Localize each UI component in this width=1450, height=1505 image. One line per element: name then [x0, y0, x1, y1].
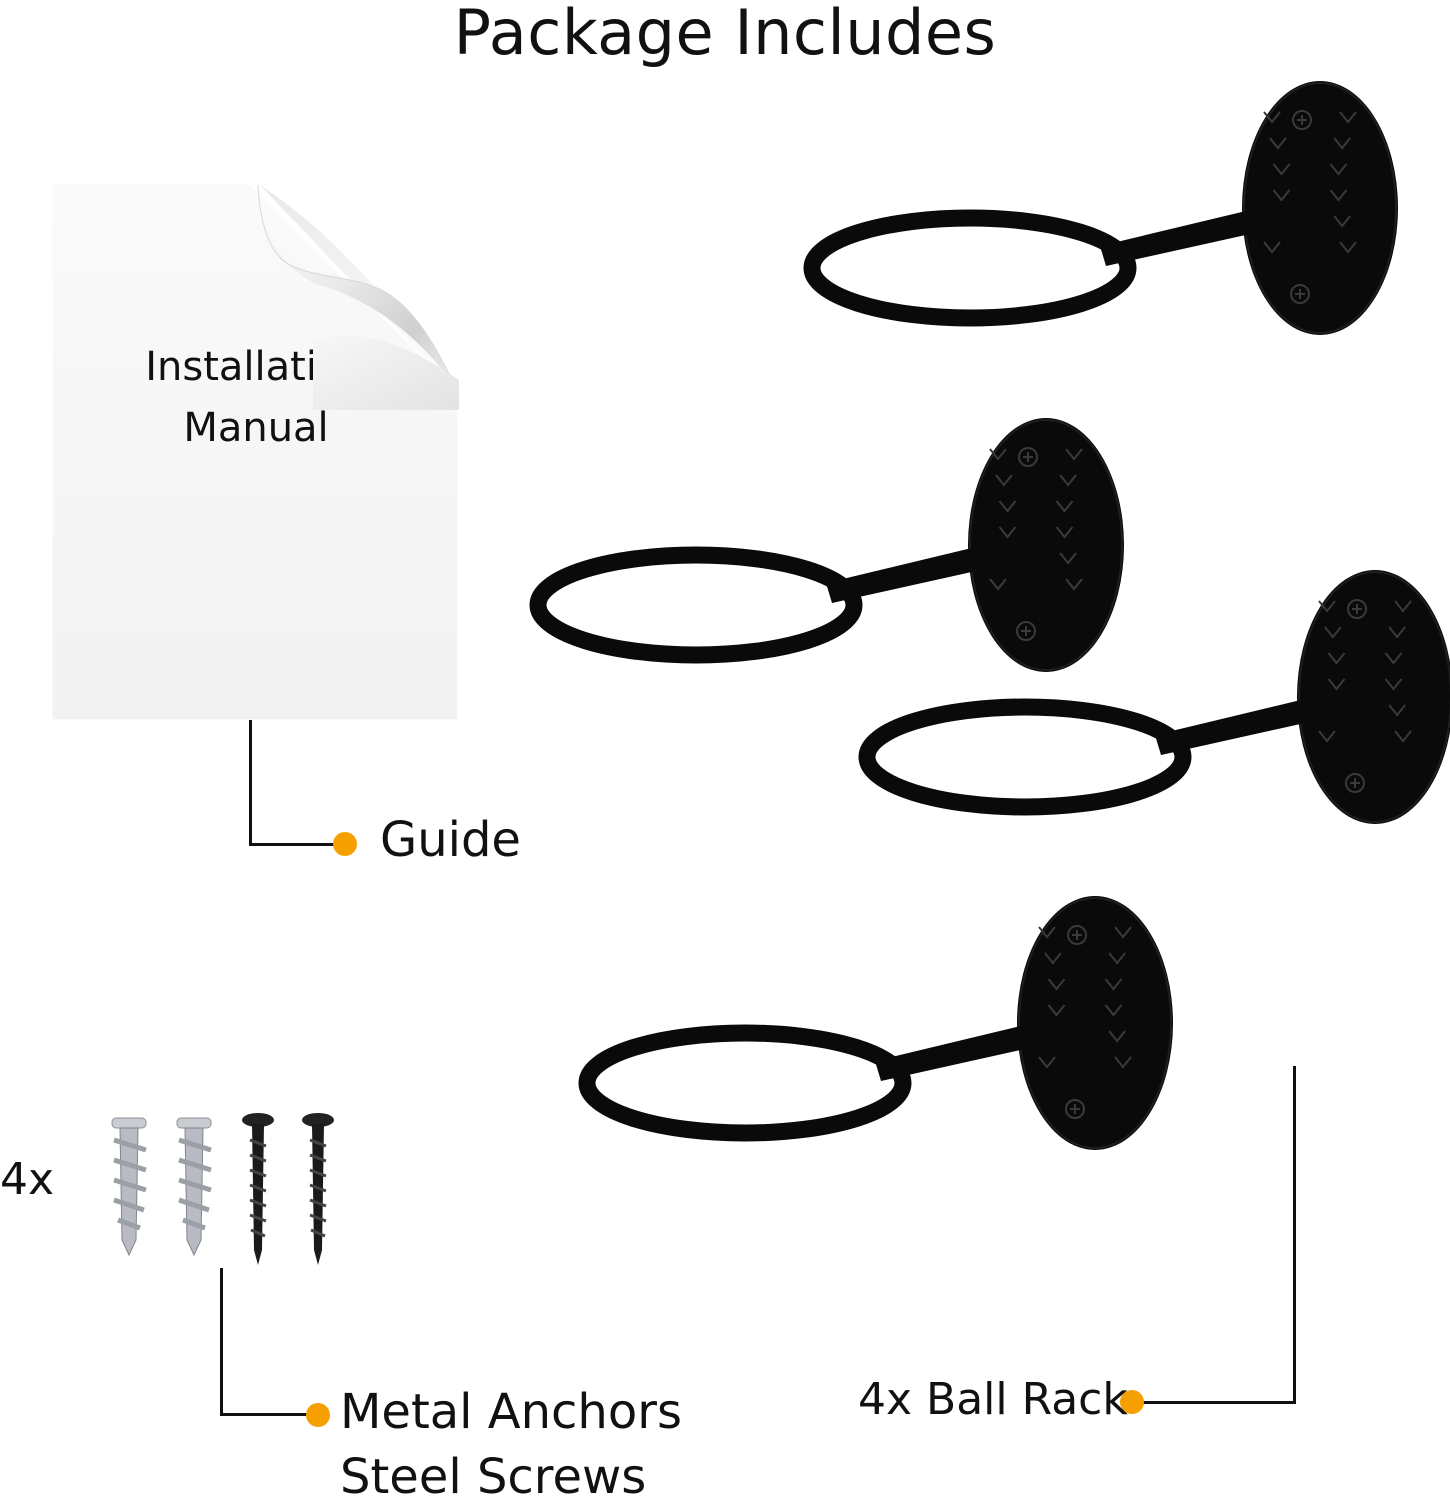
metal-anchor-icon [176, 1117, 212, 1257]
anchors-label: Metal Anchors [340, 1384, 682, 1440]
anchors-callout-dot [306, 1403, 330, 1427]
guide-label: Guide [380, 812, 521, 868]
anchors-callout-line-horizontal [220, 1413, 320, 1416]
guide-callout-line-vertical [249, 720, 252, 846]
guide-callout-dot [333, 832, 357, 856]
rack-callout-dot [1120, 1390, 1144, 1414]
page-curl-icon [250, 185, 460, 395]
steel-screw-icon [302, 1113, 334, 1265]
anchors-callout-line-vertical [220, 1268, 223, 1416]
hardware-group [111, 1113, 334, 1265]
screws-label: Steel Screws [340, 1449, 647, 1505]
metal-anchor-icon [111, 1117, 147, 1257]
manual-title-line2: Manual [183, 405, 329, 451]
hardware-quantity-label: 4x [0, 1154, 55, 1205]
ball-rack-label: 4x Ball Rack [858, 1374, 1128, 1425]
rack-callout-line-horizontal [1133, 1401, 1296, 1404]
page-curl-flap [313, 335, 459, 410]
rack-callout-line-vertical [1293, 1066, 1296, 1404]
ball-rack-icon [578, 896, 1173, 1150]
ball-rack-icon [858, 570, 1450, 824]
guide-callout-line-horizontal [249, 843, 349, 846]
ball-rack-icon [803, 81, 1398, 335]
steel-screw-icon [242, 1113, 274, 1265]
ball-rack-icon [529, 418, 1124, 672]
page-title: Package Includes [453, 0, 997, 69]
